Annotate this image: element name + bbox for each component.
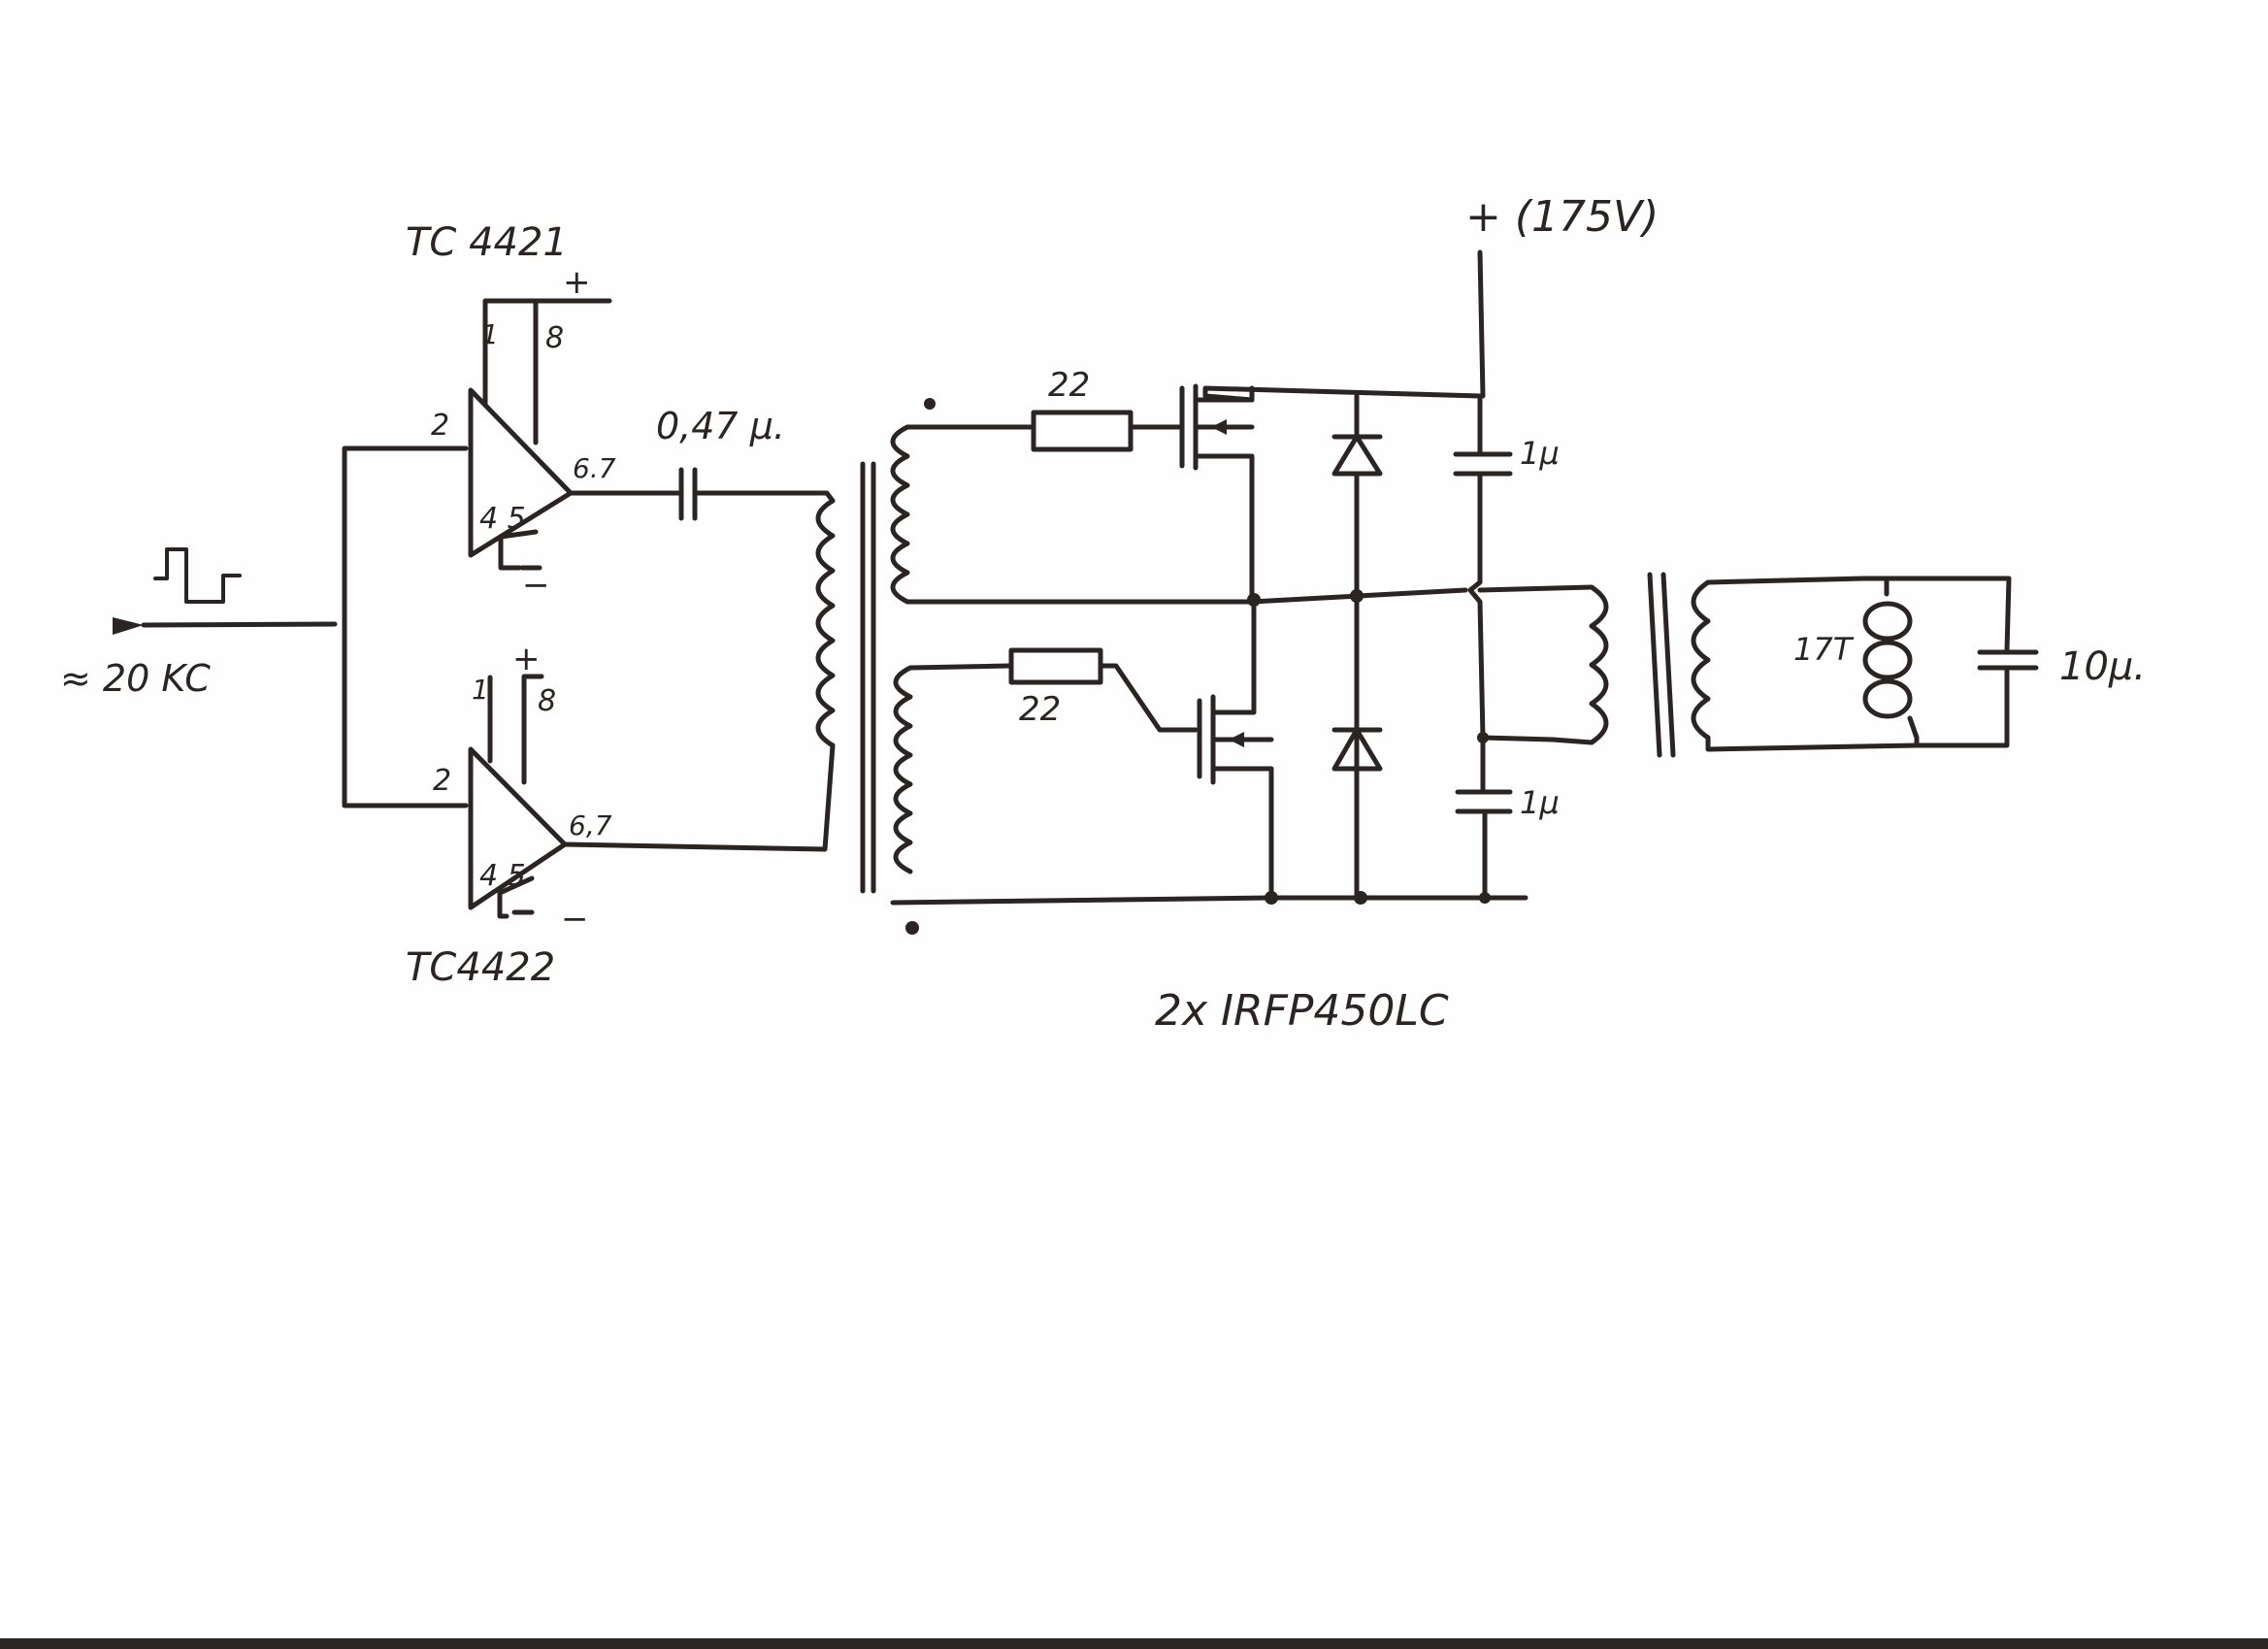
work-coil: 17T (1793, 576, 1920, 748)
driver-top: TC 4421 1 8 + 2 4 5 6.7 − (406, 220, 616, 605)
supply-rail: + (175V) (1465, 192, 1659, 399)
pin-label: 1 (481, 318, 499, 350)
pin-label: 8 (538, 684, 556, 718)
pin-label: 1 (472, 674, 489, 706)
driver-top-label: TC 4421 (406, 220, 568, 265)
supply-plus-label: + (512, 640, 541, 678)
gate-transformer-secondary-top (890, 398, 1255, 605)
driver-top-triangle (468, 387, 574, 558)
cap-bottom-label: 1μ (1520, 784, 1560, 821)
input-frequency-label: ≈ 20 KC (60, 657, 211, 700)
junction-dot (1479, 892, 1491, 904)
pin-label: 4 5 (479, 859, 526, 893)
tank-capacitor: 10μ. (1884, 576, 2146, 748)
input-signal: ≈ 20 KC (60, 547, 338, 700)
pin-label: 8 (545, 321, 564, 355)
gate-transformer-primary (562, 498, 836, 852)
coupling-cap-label: 0,47 μ. (656, 405, 785, 447)
mosfet-arrow (1211, 419, 1227, 435)
supply-minus-label: − (522, 566, 550, 605)
mosfet-bottom (1197, 599, 1274, 901)
cap-top: 1μ (1453, 393, 1560, 741)
gate-resistor-top: 22 (1026, 366, 1182, 452)
cap-bottom: 1μ (1455, 735, 1560, 901)
cap-top-label: 1μ (1520, 435, 1560, 472)
input-arrow (113, 617, 144, 635)
driver-bottom-triangle (468, 746, 568, 910)
supply-label: + (175V) (1465, 192, 1659, 242)
gate-transformer-core (860, 461, 876, 894)
driver-bottom-label: TC4422 (406, 945, 555, 990)
mosfet-arrow (1229, 732, 1244, 747)
diode-top (1331, 393, 1383, 901)
pin-label: 2 (431, 409, 449, 443)
square-wave-symbol (153, 547, 242, 604)
pin-label: 2 (433, 764, 451, 798)
input-bus (342, 445, 469, 808)
junction-dot (1247, 593, 1261, 607)
output-transformer-primary (1477, 584, 1609, 745)
junction-dot (1354, 891, 1367, 905)
gate-resistor-bottom: 22 (1008, 647, 1199, 733)
gate-resistor-bottom-label: 22 (1019, 690, 1061, 729)
polarity-dot (924, 398, 936, 410)
pin-label: 4 5 (479, 502, 526, 536)
gate-resistor-top-label: 22 (1048, 366, 1090, 405)
polarity-dot (905, 921, 919, 935)
gate-transformer-secondary-bottom (890, 663, 1274, 935)
tank-cap-label: 10μ. (2059, 644, 2146, 689)
supply-minus-label: − (561, 900, 589, 939)
pin-label: 6,7 (569, 809, 612, 841)
work-coil-label: 17T (1793, 631, 1855, 668)
scan-edge (0, 1638, 2268, 1649)
driver-bottom: TC4422 1 8 + 2 4 5 6,7 − (406, 640, 612, 990)
output-transformer-secondary (1691, 576, 1920, 752)
diode-bottom (1331, 727, 1383, 772)
coupling-capacitor: 0,47 μ. (568, 405, 836, 521)
mosfets-label: 2x IRFP450LC (1155, 986, 1449, 1036)
mosfet-top (1179, 383, 1483, 605)
junction-dot (1265, 891, 1278, 905)
pin-label: 6.7 (573, 452, 616, 484)
output-transformer-core (1647, 572, 1676, 758)
supply-plus-label: + (563, 263, 591, 302)
junction-dot (1350, 589, 1364, 603)
